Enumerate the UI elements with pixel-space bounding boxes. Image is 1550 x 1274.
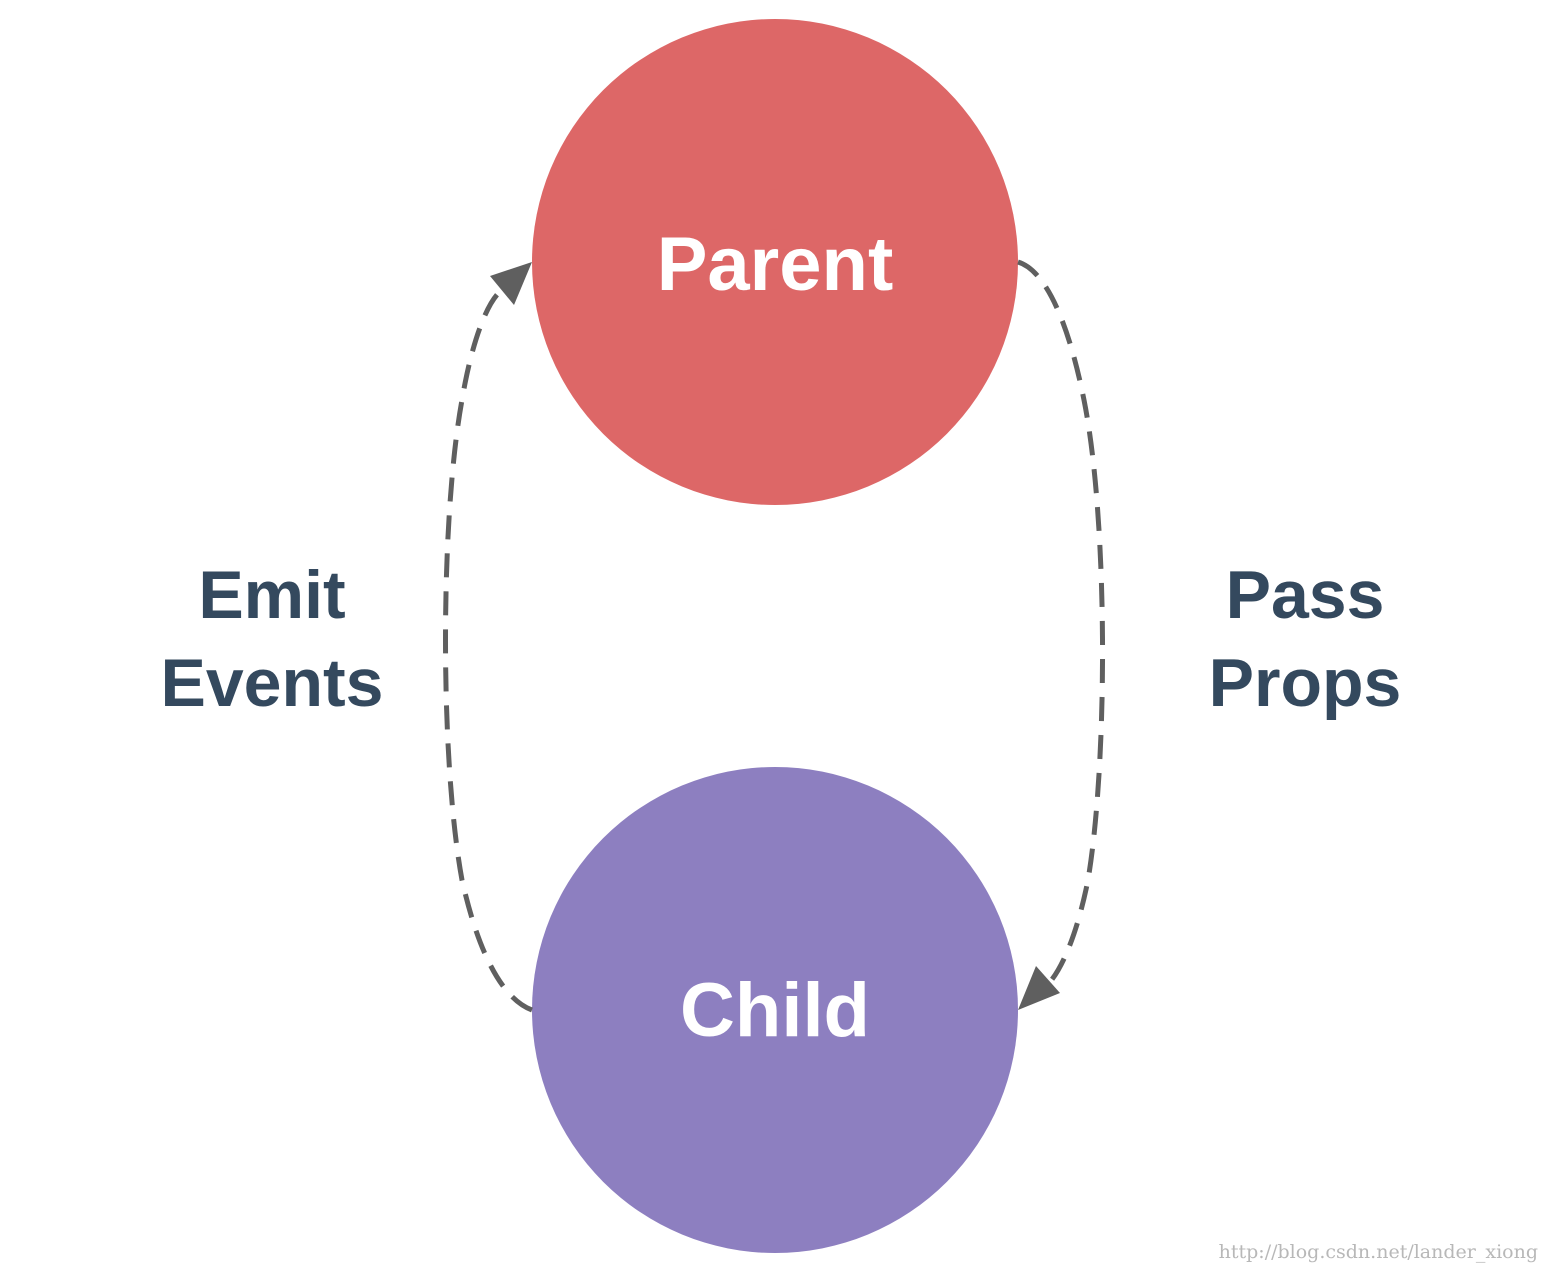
emit-label-line2: Events <box>161 645 384 721</box>
child-node: Child <box>532 767 1018 1253</box>
parent-circle <box>532 19 1018 505</box>
parent-label: Parent <box>657 222 894 307</box>
watermark-text: http://blog.csdn.net/lander_xiong <box>1219 1241 1538 1263</box>
child-label: Child <box>680 968 870 1053</box>
child-circle <box>532 767 1018 1253</box>
emit-events-arrow-line <box>443 287 533 1013</box>
emit-events-edge <box>443 262 533 1013</box>
parent-node: Parent <box>532 19 1018 505</box>
emit-label-line1: Emit <box>198 557 345 633</box>
emit-events-arrowhead-icon <box>490 262 532 305</box>
pass-label-line2: Props <box>1209 645 1402 721</box>
pass-props-arrowhead-icon <box>1018 966 1060 1010</box>
pass-label-line1: Pass <box>1226 557 1385 633</box>
pass-props-arrow-line <box>1017 259 1106 984</box>
pass-props-edge <box>1017 259 1106 1010</box>
